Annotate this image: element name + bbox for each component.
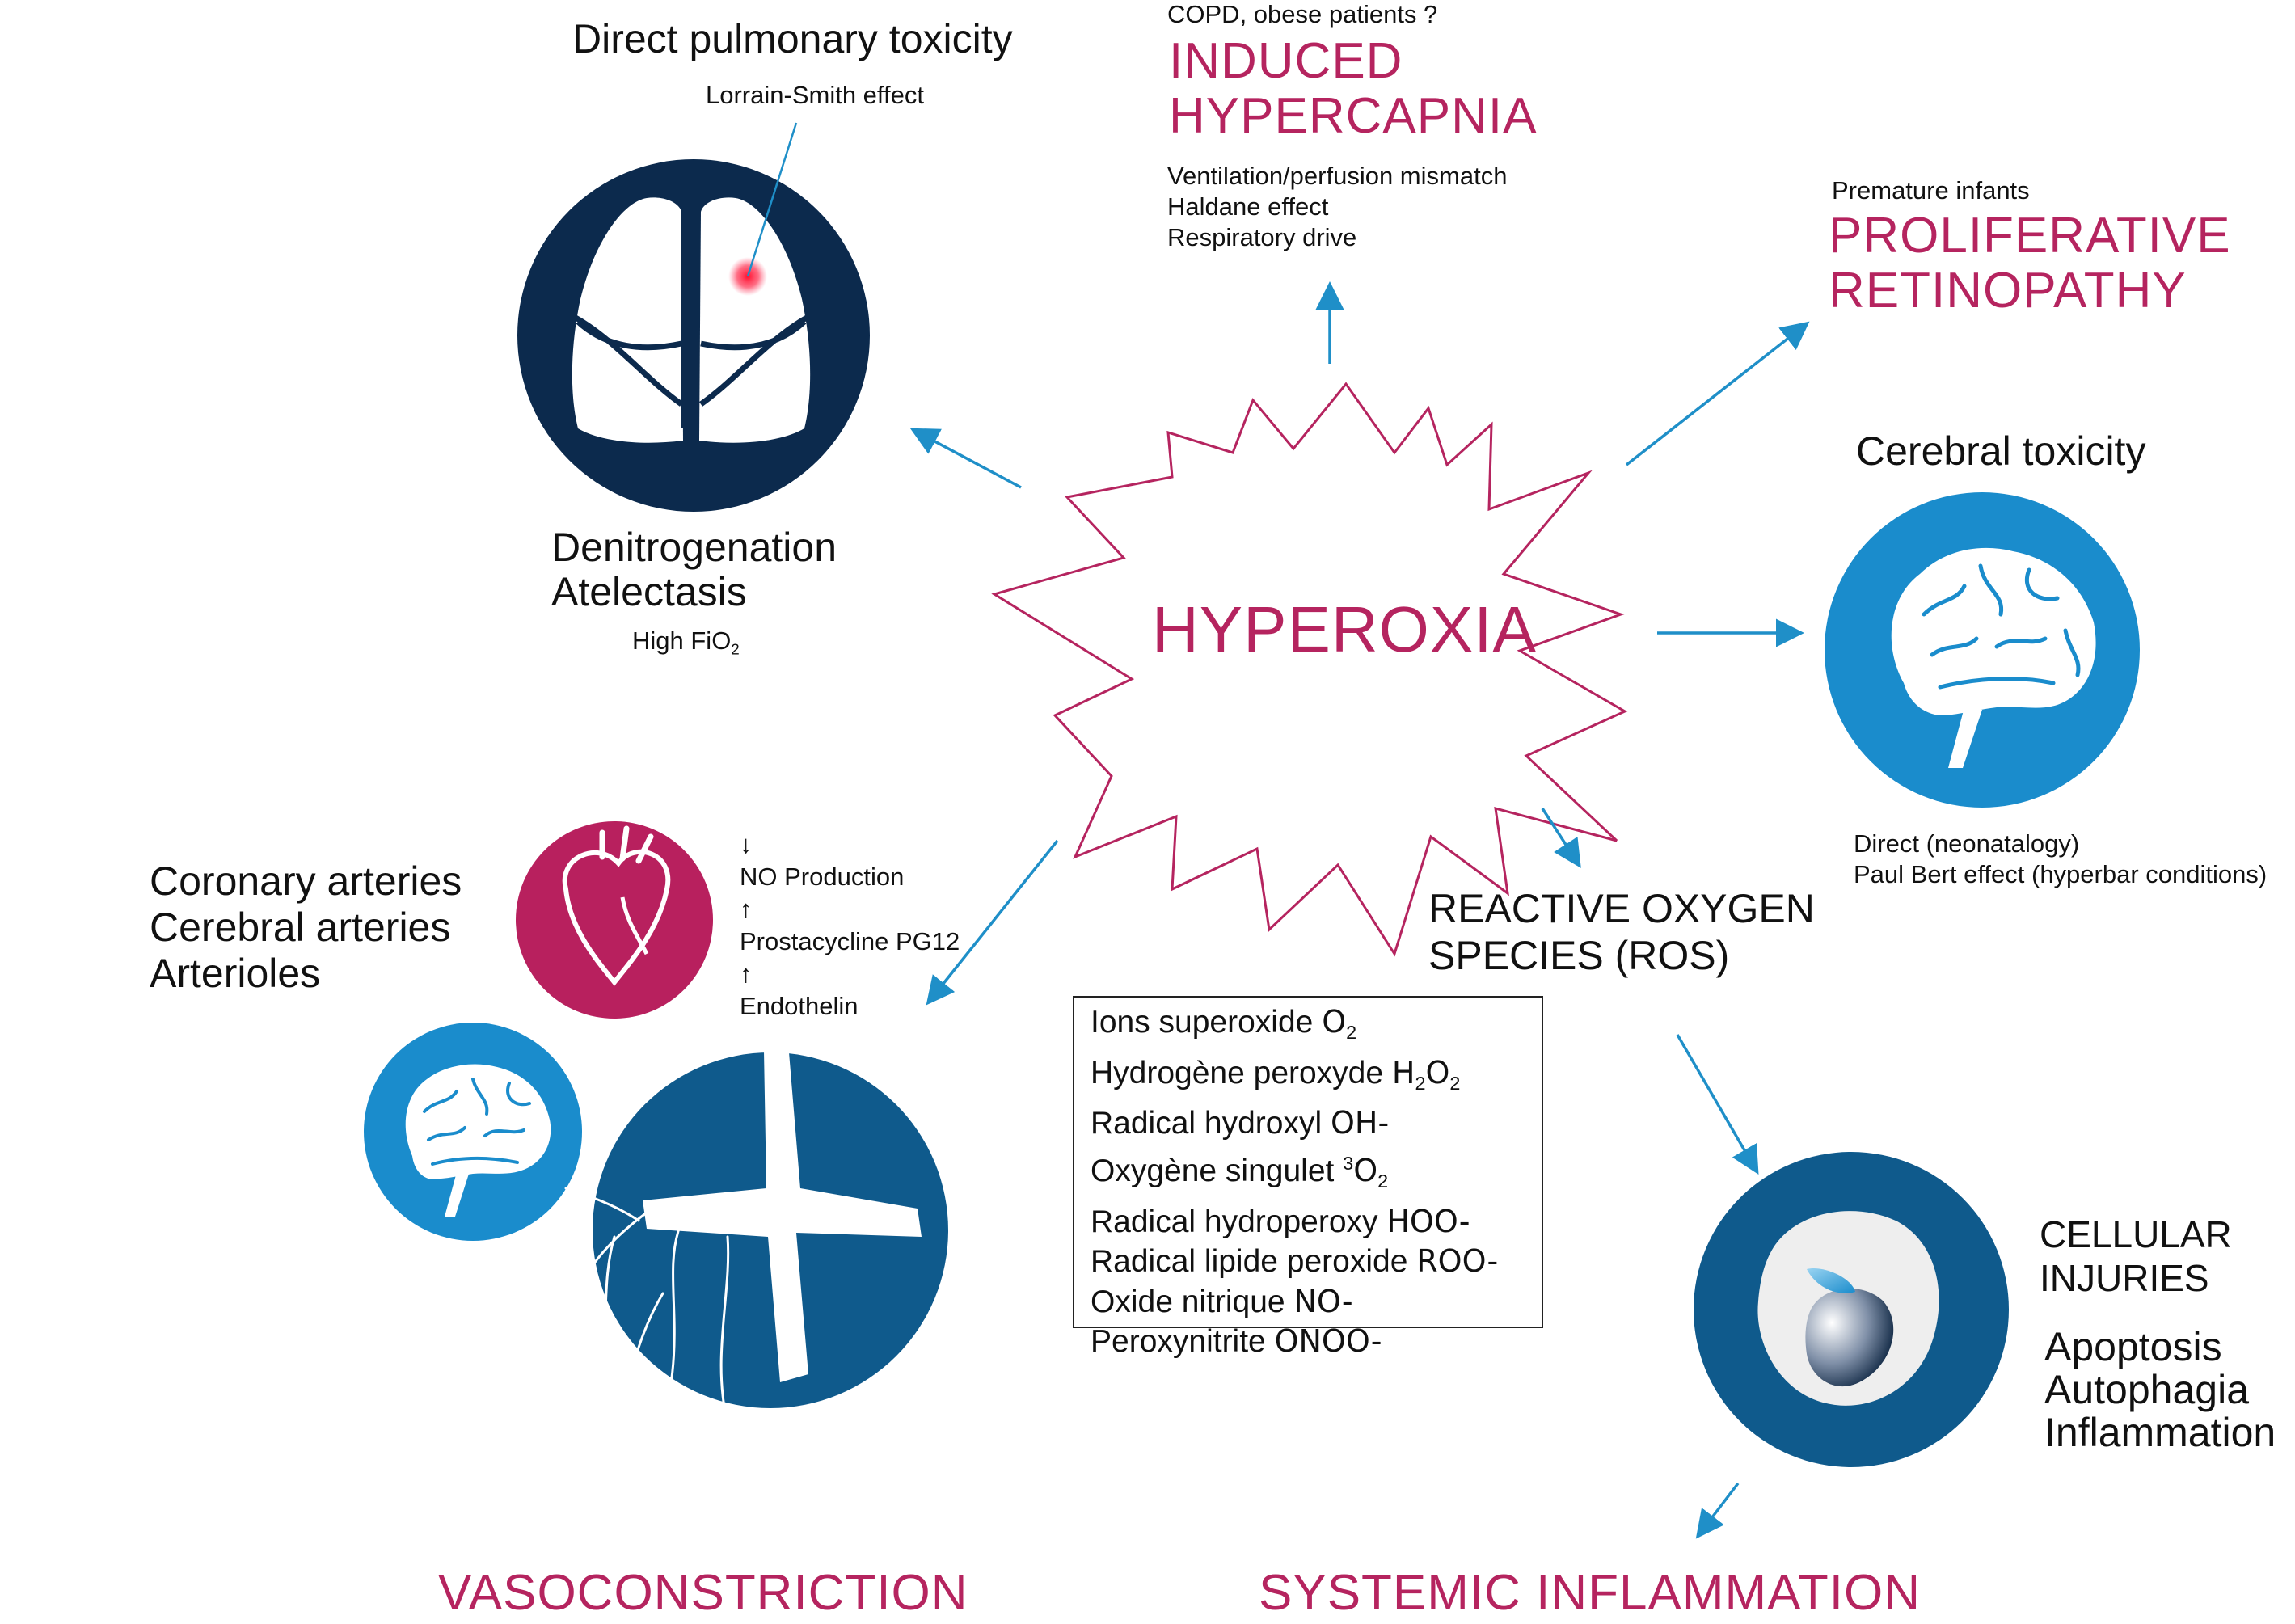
pulmonary-title: Direct pulmonary toxicity [572, 16, 1013, 61]
ros-list-box: Ions superoxide O2 Hydrogène peroxyde H2… [1073, 996, 1543, 1359]
cerebral-note: Paul Bert effect (hyperbar conditions) [1854, 860, 2268, 888]
ros-item-sub: 2 [1415, 1072, 1426, 1094]
ros-item-formula: O [1322, 1004, 1347, 1040]
cellular-outcomes: Apoptosis Autophagia Inflammation [2044, 1326, 2276, 1454]
hypercapnia-title-line: INDUCED [1169, 33, 1403, 89]
vaso-effect: ↑ Prostacycline PG12 [740, 893, 960, 958]
cellular-outcome: Inflammation [2044, 1410, 2276, 1455]
ros-item-sub: 2 [1449, 1072, 1461, 1094]
ros-item-label: Radical hydroperoxy [1091, 1204, 1387, 1239]
vessel-icon [548, 1043, 948, 1441]
hypercapnia-title-line: HYPERCAPNIA [1169, 88, 1538, 144]
vaso-target: Arterioles [150, 951, 321, 996]
cerebral-note: Direct (neonatalogy) [1854, 829, 2080, 858]
vaso-target: Coronary arteries [150, 858, 462, 904]
hypercapnia-title: INDUCED HYPERCAPNIA [1169, 34, 1537, 144]
ros-item: Radical hydroperoxy HOO- [1091, 1202, 1525, 1242]
fio2-label: High FiO2 [632, 626, 740, 658]
ros-item-label: Peroxynitrite [1091, 1324, 1275, 1360]
ros-item-formula: HOO- [1386, 1203, 1470, 1239]
effect-arrow: ↑ [740, 895, 753, 923]
cerebral-notes: Direct (neonatalogy) Paul Bert effect (h… [1854, 829, 2267, 890]
systemic-title: SYSTEMIC INFLAMMATION [1259, 1565, 1922, 1621]
hypercapnia-mechanisms: Ventilation/perfusion mismatch Haldane e… [1167, 161, 1507, 253]
mechanism-item: Haldane effect [1167, 192, 1329, 221]
hyperoxia-starburst [991, 382, 1628, 957]
ros-item-sub: 2 [1377, 1171, 1389, 1192]
ros-item-sub: 2 [1346, 1022, 1357, 1044]
arrow-to-retinopathy [1625, 321, 1810, 466]
cerebral-title: Cerebral toxicity [1856, 428, 2146, 474]
ros-item-formula: ROO- [1416, 1243, 1499, 1280]
heart-icon [516, 821, 713, 1019]
ros-item-label: Hydrogène peroxyde [1091, 1055, 1392, 1090]
ros-item-label: Radical lipide peroxide [1091, 1244, 1417, 1280]
vasoconstriction-title: VASOCONSTRICTION [438, 1565, 968, 1621]
ros-title-line: SPECIES (ROS) [1428, 933, 1730, 978]
ros-title: REACTIVE OXYGEN SPECIES (ROS) [1428, 885, 1815, 979]
retinopathy-title: PROLIFERATIVE RETINOPATHY [1829, 209, 2231, 318]
ros-item-formula: H [1391, 1054, 1415, 1090]
vaso-effect: ↓ NO Production [740, 829, 960, 893]
ros-item-formula: NO- [1293, 1283, 1353, 1319]
ros-item: Radical hydroxyl OH- [1091, 1103, 1525, 1144]
vaso-target: Cerebral arteries [150, 905, 451, 950]
retinopathy-pre: Premature infants [1832, 176, 2030, 205]
mechanism-item: Respiratory drive [1167, 223, 1357, 251]
effect-arrow: ↑ [740, 960, 753, 988]
ros-item: Peroxynitrite ONOO- [1091, 1322, 1525, 1362]
pulmonary-line: Atelectasis [551, 569, 747, 614]
retinopathy-title-line: RETINOPATHY [1829, 263, 2187, 318]
cellular-title: CELLULAR INJURIES [2040, 1213, 2232, 1300]
effect-text: NO Production [740, 863, 905, 891]
hypercapnia-pre: COPD, obese patients ? [1167, 0, 1438, 28]
arrow-to-cellular [1676, 1034, 1759, 1175]
cellular-outcome: Autophagia [2044, 1367, 2250, 1412]
arrow-to-pulmonary [909, 428, 1022, 489]
brain-icon [364, 1023, 582, 1241]
brain-icon [1825, 492, 2140, 808]
ros-item-label: Oxide nitrique [1091, 1284, 1294, 1319]
ros-item-label: Oxygène singulet [1091, 1153, 1344, 1188]
ros-item: Oxygène singulet 3O2 [1091, 1144, 1525, 1202]
cellular-outcome: Apoptosis [2044, 1324, 2222, 1369]
cellular-title-line: CELLULAR [2040, 1213, 2232, 1255]
ros-title-line: REACTIVE OXYGEN [1428, 886, 1815, 931]
ros-item-formula: O [1353, 1152, 1378, 1188]
arrow-to-systemic [1695, 1482, 1740, 1539]
ros-item: Hydrogène peroxyde H2O2 [1091, 1053, 1525, 1104]
arrow-to-vessels [926, 839, 1059, 1006]
arrows [909, 281, 1810, 1539]
effect-text: Endothelin [740, 992, 859, 1020]
pulmonary-lines: Denitrogenation Atelectasis [551, 525, 837, 614]
effect-arrow: ↓ [740, 830, 753, 858]
ros-item-formula: O [1425, 1054, 1450, 1090]
pulmonary-line: Denitrogenation [551, 525, 837, 570]
fio2-sub: 2 [731, 640, 740, 658]
ros-item-formula: ONOO- [1274, 1323, 1382, 1360]
mechanism-item: Ventilation/perfusion mismatch [1167, 162, 1508, 190]
ros-item-label: Radical hydroxyl [1091, 1106, 1331, 1141]
vaso-effect: ↑ Endothelin [740, 958, 960, 1023]
fio2-text: High FiO [632, 626, 732, 655]
ros-item: Ions superoxide O2 [1091, 1002, 1525, 1053]
pulmonary-sub: Lorrain-Smith effect [706, 81, 924, 109]
vaso-targets: Coronary arteries Cerebral arteries Arte… [150, 858, 462, 997]
ros-item-sup: 3 [1343, 1152, 1354, 1174]
lungs-icon [517, 122, 870, 512]
ros-item-label: Ions superoxide [1091, 1005, 1323, 1040]
arrow-to-ros [1541, 808, 1581, 868]
cellular-title-line: INJURIES [2040, 1257, 2209, 1299]
ros-item: Radical lipide peroxide ROO- [1091, 1242, 1525, 1282]
vaso-effects: ↓ NO Production ↑ Prostacycline PG12 ↑ Endo… [740, 829, 960, 1023]
effect-text: Prostacycline PG12 [740, 927, 960, 955]
ros-item: Oxide nitrique NO- [1091, 1282, 1525, 1322]
ros-item-formula: OH- [1330, 1105, 1390, 1141]
cell-icon [1694, 1152, 2009, 1467]
retinopathy-title-line: PROLIFERATIVE [1829, 208, 2231, 264]
hyperoxia-label: HYPEROXIA [1152, 593, 1537, 665]
